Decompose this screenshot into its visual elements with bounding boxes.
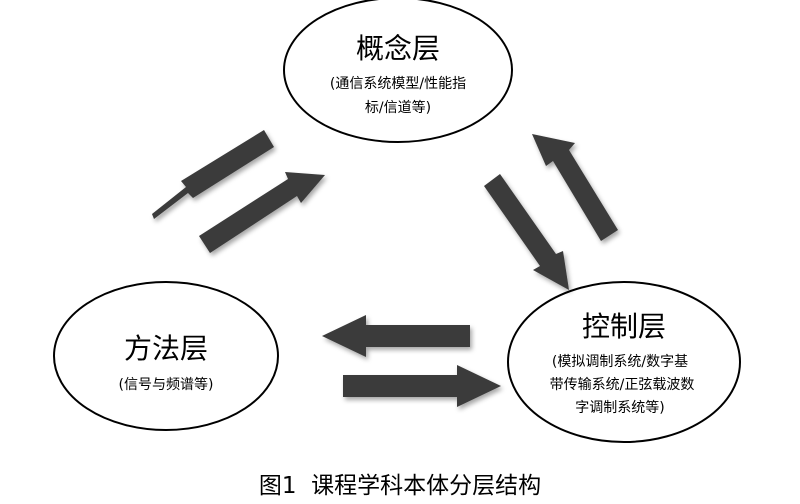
control-layer-ellipse (507, 281, 741, 443)
concept-layer-node: 概念层 (通信系统模型/性能指 标/信道等) (283, 0, 513, 143)
arrow-concept-to-control (484, 174, 569, 290)
figure-caption: 图1 课程学科本体分层结构 (259, 473, 541, 499)
arrow-control-to-method (322, 315, 470, 357)
method-layer-desc-line-1: (信号与频谱等) (119, 376, 214, 393)
control-layer-desc-line-3: 字调制系统等) (575, 399, 664, 416)
method-layer-node: 方法层 (信号与频谱等) (53, 281, 279, 431)
control-layer-node: 控制层 (模拟调制系统/数字基 带传输系统/正弦载波数 字调制系统等) (507, 281, 741, 443)
control-layer-desc-line-1: (模拟调制系统/数字基 (552, 353, 688, 370)
control-layer-title: 控制层 (582, 310, 666, 343)
control-layer-desc-line-2: 带传输系统/正弦载波数 (550, 377, 695, 393)
concept-layer-ellipse (283, 0, 513, 143)
arrow-control-to-concept (532, 134, 618, 241)
arrow-method-to-control (343, 365, 501, 407)
arrow-concept-to-method (152, 130, 274, 219)
concept-layer-desc-line-2: 标/信道等) (365, 99, 431, 116)
concept-layer-desc-line-1: (通信系统模型/性能指 (330, 76, 466, 92)
concept-layer-title: 概念层 (356, 32, 440, 65)
method-layer-title: 方法层 (124, 332, 208, 365)
method-layer-ellipse (53, 281, 279, 431)
arrow-method-to-concept (199, 172, 325, 253)
